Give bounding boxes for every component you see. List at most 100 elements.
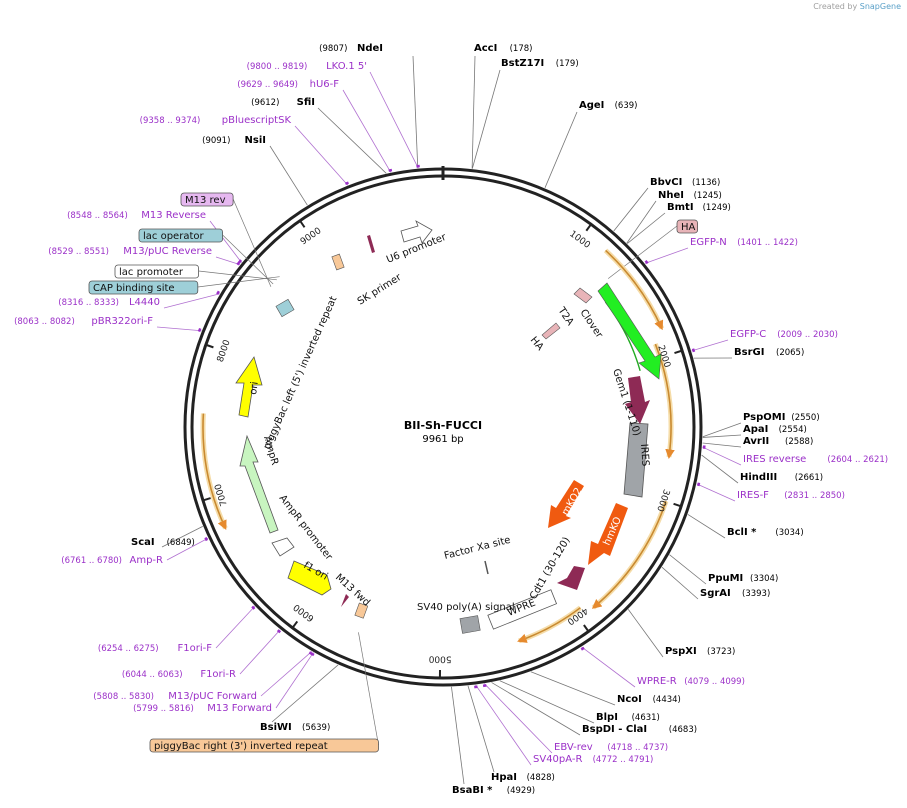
site-name-m13pucfwd: M13/pUC Forward [168,691,257,702]
mko2-arrow [548,480,584,528]
site-hpai[interactable]: HpaI(4828) [491,772,555,783]
leader-m13rev [209,220,242,263]
site-ampr[interactable]: Amp-R (6761 .. 6780) [61,555,163,566]
site-name-bmti: BmtI [667,202,694,213]
leader-ppumi [669,554,707,585]
site-lko1[interactable]: LKO.1 5'(9800 .. 9819) [247,61,367,72]
site-coord-m13pucrev: (8529 .. 8551) [48,247,109,257]
site-ncoi[interactable]: NcoI(4434) [617,694,681,705]
feature-box-ha[interactable]: HA [676,219,699,234]
site-hu6f[interactable]: hU6-F(9629 .. 9649) [237,79,339,90]
site-m13pucrev[interactable]: M13/pUC Reverse(8529 .. 8551) [48,246,212,257]
site-coord-l4440: (8316 .. 8333) [58,298,119,308]
ori-arrow [235,356,263,418]
snapgene-credit: Created by SnapGene [813,2,901,11]
primer-mark-pbluescriptsk [344,181,349,186]
site-blpi[interactable]: BlpI(4631) [596,712,660,723]
site-name-bsrgi: BsrGI [734,347,764,358]
feature-box-lacprom[interactable]: lac promoter [114,264,199,279]
site-pspomi[interactable]: PspOMI(2550) [743,412,820,423]
site-name-nhei: NheI [658,190,684,201]
site-coord-ampr: (6761 .. 6780) [61,556,122,566]
site-coord-ncoi: (4434) [653,695,681,705]
site-avrii[interactable]: AvrII (2588) [743,436,813,447]
site-bsiwi[interactable]: BsiWI(5639) [260,722,330,733]
site-name-pbr322ori: pBR322ori-F [91,316,153,327]
site-m13fwd[interactable]: M13 Forward(5799 .. 5816) [133,703,272,714]
site-agei[interactable]: AgeI(639) [579,100,637,111]
site-hindiii[interactable]: HindIII(2661) [740,472,823,483]
site-bmti[interactable]: BmtI(1249) [667,202,731,213]
site-ndei[interactable]: NdeI(9807) [319,43,383,54]
site-iresf[interactable]: IRES-F(2831 .. 2850) [737,490,845,501]
feature-arcs [200,248,675,644]
primer-mark-m13pucfwd [308,651,313,656]
feature-box-lacop[interactable]: lac operator [138,228,223,243]
label-ori: ori [248,381,261,395]
primer-mark-ampr [204,537,209,542]
tick-label-3000: 3000 [654,488,671,513]
site-bcli[interactable]: BclI *(3034) [727,527,804,538]
site-bsabi[interactable]: BsaBI *(4929) [452,785,535,796]
site-name-acci: AccI [474,43,497,54]
site-f1orir[interactable]: F1ori-R(6044 .. 6063) [122,669,236,680]
site-sv40par[interactable]: SV40pA-R(4772 .. 4791) [533,754,653,765]
feature-arrows [235,220,662,634]
leader-f1orif [215,606,256,649]
feature-box-bg-cap [88,280,199,295]
site-nhei[interactable]: NheI(1245) [658,190,722,201]
site-nsii[interactable]: NsiI(9091) [202,135,266,146]
site-sgrai[interactable]: SgrAI(3393) [700,588,770,599]
site-name-ampr: Amp-R [130,555,164,566]
feature-box-cap[interactable]: CAP binding site [88,280,199,295]
site-coord-blpi: (4631) [632,713,660,723]
site-coord-pbr322ori: (8063 .. 8082) [14,317,75,327]
site-m13pucfwd[interactable]: M13/pUC Forward(5808 .. 5830) [93,691,257,702]
site-name-ppumi: PpuMI [708,573,743,584]
site-f1orif[interactable]: F1ori-F(6254 .. 6275) [98,643,212,654]
leader-pspxi [627,609,664,658]
site-bstz17i[interactable]: BstZ17I(179) [501,58,579,69]
tick-label-5000: 5000 [428,653,451,663]
site-ppumi[interactable]: PpuMI(3304) [708,573,778,584]
site-ebvrev[interactable]: EBV-rev(4718 .. 4737) [554,742,668,753]
site-name-hu6f: hU6-F [310,79,340,90]
site-name-hindiii: HindIII [740,472,777,483]
site-bbvci[interactable]: BbvCI(1136) [650,177,720,188]
ha-feature [573,287,593,304]
leader-f1orir [239,629,281,675]
site-name-avrii: AvrII [743,436,769,447]
arc-4 [517,607,581,643]
site-iresrev[interactable]: IRES reverse(2604 .. 2621) [743,454,888,465]
feature-box-pbright[interactable]: piggyBac right (3') inverted repeat [149,738,379,753]
leader-bspdicla [491,682,581,736]
site-name-agei: AgeI [579,100,604,111]
leader-bstz17i [471,69,501,169]
feature-box-m13revbox[interactable]: M13 rev [180,192,234,207]
site-l4440[interactable]: L4440(8316 .. 8333) [58,297,160,308]
leader-nhei [626,200,657,244]
site-sfii[interactable]: SfiI(9612) [251,97,315,108]
site-coord-sgrai: (3393) [742,589,770,599]
site-bspdicla[interactable]: BspDI - ClaI(4683) [582,724,697,735]
site-egfpn[interactable]: EGFP-N(1401 .. 1422) [690,237,798,248]
site-acci[interactable]: AccI(178) [474,43,532,54]
site-apai[interactable]: ApaI(2554) [743,424,807,435]
site-coord-avrii: (2588) [785,437,813,447]
site-m13rev[interactable]: M13 Reverse(8548 .. 8564) [67,210,206,221]
leader-pbr322ori [156,326,202,332]
tick-3000 [673,502,682,508]
site-pspxi[interactable]: PspXI(3723) [665,646,735,657]
site-pbr322ori[interactable]: pBR322ori-F (8063 .. 8082) [14,316,153,327]
site-coord-f1orir: (6044 .. 6063) [122,670,183,680]
label-ampr: AmpR [261,435,280,467]
site-scai[interactable]: ScaI(6849) [131,537,195,548]
leader-wprer [581,646,636,688]
site-egfpc[interactable]: EGFP-C(2009 .. 2030) [730,329,838,340]
feature-box-leader-pbright [358,632,379,746]
site-wprer[interactable]: WPRE-R(4079 .. 4099) [637,676,745,687]
site-bsrgi[interactable]: BsrGI(2065) [734,347,804,358]
site-pbluescriptsk[interactable]: pBluescriptSK(9358 .. 9374) [140,115,292,126]
